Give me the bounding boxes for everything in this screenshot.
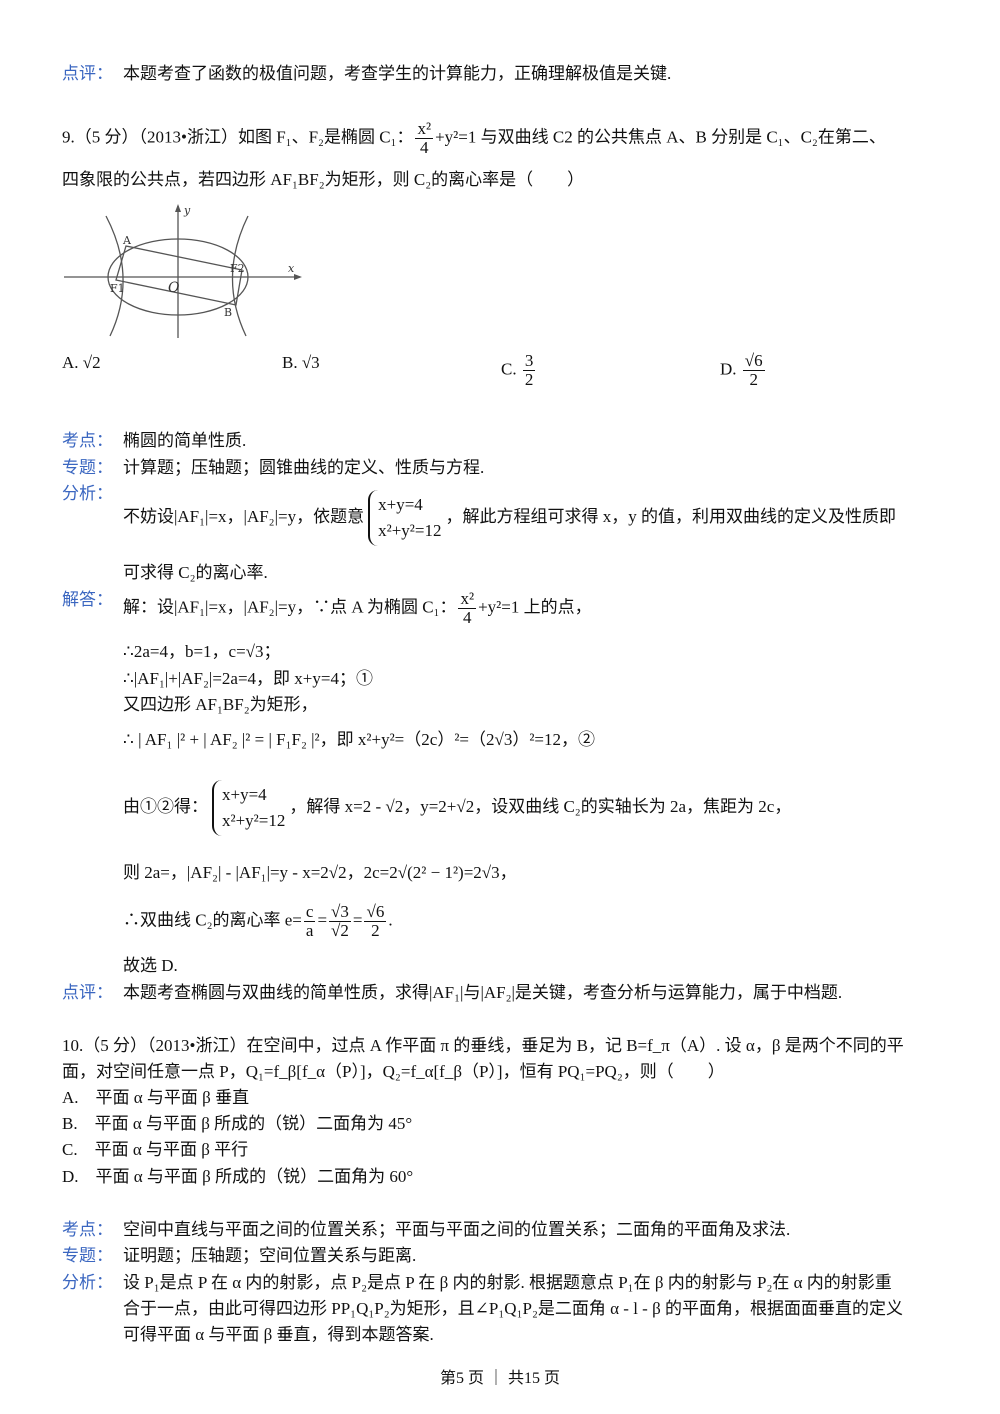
q10-fenxi-line1: 设 P₁是点 P 在 α 内的射影，点 P₂是点 P 在 β 内的射影. 根据题… [123, 1273, 892, 1292]
q10-kaodian-text: 空间中直线与平面之间的位置关系；平面与平面之间的位置关系；二面角的平面角及求法. [123, 1220, 791, 1239]
label-a: A [122, 234, 132, 247]
q10-zhuanti-label: 专题： [62, 1246, 113, 1265]
q10-option-a[interactable]: A. 平面 α 与平面 β 垂直 [62, 1088, 250, 1107]
solution-line9: 故选 D. [123, 956, 178, 975]
hyperbola-right [231, 215, 249, 337]
rectangle [115, 245, 243, 306]
solution-line4: 又四边形 AF₁BF₂为矩形， [123, 695, 318, 714]
text: 9.（5 分）（2013•浙江）如图 F₁、F₂是椭圆 C₁： [62, 127, 414, 147]
dianping-label: 点评： [62, 983, 113, 1002]
q10-stem-line2: 面，对空间任意一点 P，Q₁=f_β[f_α（P）]，Q₂=f_α[f_β（P）… [62, 1062, 725, 1081]
ellipse [107, 238, 249, 316]
jieda-label: 解答： [62, 590, 113, 609]
label-b: B [224, 306, 232, 319]
option-a[interactable]: A. √2 [62, 353, 101, 372]
page-footer: 第5 页 ｜ 共15 页 [439, 1370, 560, 1387]
solution-line7: 则 2a=，|AF₂| - |AF₁|=y - x=2√2，2c=2√(2² −… [123, 863, 517, 882]
q10-option-c[interactable]: C. 平面 α 与平面 β 平行 [62, 1140, 249, 1159]
option-b[interactable]: B. √3 [282, 353, 320, 372]
zhuanti-text: 计算题；压轴题；圆锥曲线的定义、性质与方程. [123, 458, 485, 477]
label-x: x [288, 262, 295, 275]
q10-option-b[interactable]: B. 平面 α 与平面 β 所成的（锐）二面角为 45° [62, 1114, 413, 1133]
solution-line5: ∴ | AF₁ |² + | AF₂ |² = | F₁F₂ |²，即 x²+y… [123, 730, 596, 749]
q10-stem-line1: 10.（5 分）（2013•浙江）在空间中，过点 A 作平面 π 的垂线，垂足为… [62, 1036, 904, 1055]
kaodian-label: 考点： [62, 431, 113, 450]
label-y: y [183, 204, 191, 217]
label-f1: F1 [110, 282, 125, 295]
fenxi-line2: 可求得 C₂的离心率. [123, 563, 268, 582]
q10-fenxi-label: 分析： [62, 1273, 113, 1292]
label-f2: F2 [230, 262, 245, 275]
fenxi-label: 分析： [62, 484, 113, 503]
q10-option-d[interactable]: D. 平面 α 与平面 β 所成的（锐）二面角为 60° [62, 1167, 414, 1186]
q9-stem-line2: 四象限的公共点，若四边形 AF₁BF₂为矩形，则 C₂的离心率是（ ） [62, 170, 585, 189]
ellipse-hyperbola-figure: y x A B F1 F2 O [64, 204, 302, 338]
hyperbola-left [105, 215, 124, 337]
q10-fenxi-line2: 合于一点，由此可得四边形 PP₁Q₁P₂为矩形，且∠P₁Q₁P₂是二面角 α -… [123, 1299, 903, 1318]
q10-fenxi-line3: 可得平面 α 与平面 β 垂直，得到本题答案. [123, 1325, 434, 1344]
solution-line3: ∴|AF₁|+|AF₂|=2a=4，即 x+y=4；① [123, 669, 373, 688]
label-o: O [168, 280, 180, 296]
review-label: 点评： [62, 64, 113, 83]
text: +y²=1 与双曲线 C2 的公共焦点 A、B 分别是 C₁、C₂在第二、 [435, 127, 886, 147]
solution-line2: ∴2a=4，b=1，c=√3； [123, 642, 281, 661]
review-text: 本题考查了函数的极值问题，考查学生的计算能力，正确理解极值是关键. [123, 64, 672, 83]
q10-kaodian-label: 考点： [62, 1220, 113, 1239]
dianping-text: 本题考查椭圆与双曲线的简单性质，求得|AF₁|与|AF₂|是关键，考查分析与运算… [123, 983, 843, 1002]
zhuanti-label: 专题： [62, 458, 113, 477]
kaodian-text: 椭圆的简单性质. [123, 431, 247, 450]
q10-zhuanti-text: 证明题；压轴题；空间位置关系与距离. [123, 1246, 417, 1265]
